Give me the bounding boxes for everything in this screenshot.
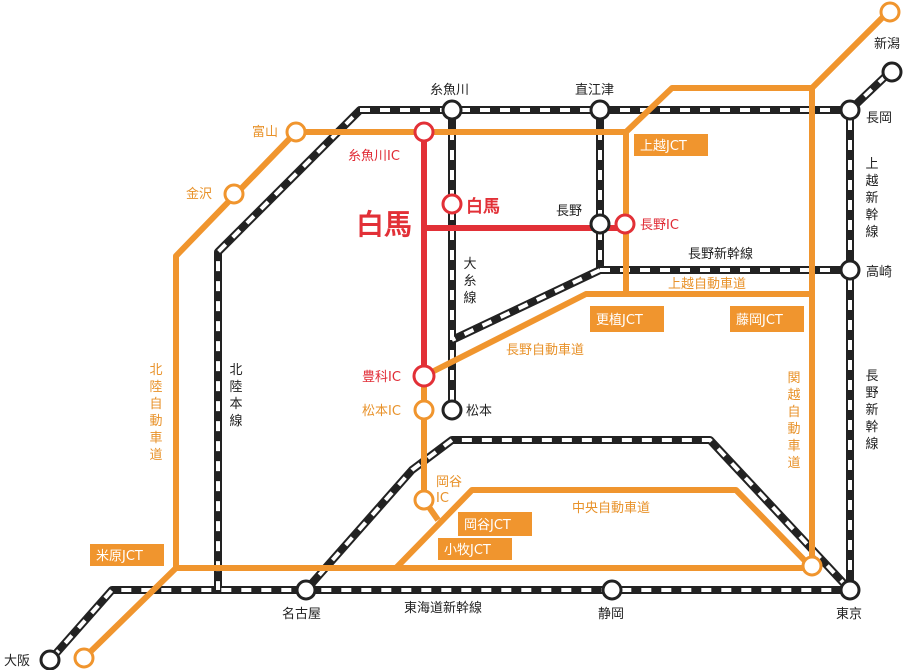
maibara-jct-label: 米原JCT	[96, 549, 143, 564]
koshoku-jct-box	[590, 306, 664, 332]
maibara-jct-box	[90, 544, 164, 566]
oito-line-label: 大糸線	[463, 257, 476, 306]
toyoshina-ic-marker	[412, 364, 436, 388]
station-nagano-marker	[589, 213, 611, 235]
toyama-marker	[285, 121, 307, 143]
okaya-jct-label: 岡谷JCT	[464, 518, 511, 533]
tokaido-shinkansen-label: 東海道新幹線	[404, 600, 482, 616]
koshoku-jct-label: 更植JCT	[596, 313, 643, 328]
tokyo-expressway-marker	[801, 555, 823, 577]
station-niigata-marker	[881, 61, 903, 83]
toyama-label: 富山	[252, 124, 278, 140]
toyoshina-ic-label: 豊科IC	[362, 370, 401, 385]
joetsu-jct-label: 上越JCT	[640, 139, 687, 154]
osaka-expressway-marker	[73, 647, 95, 669]
komaki-jct-box	[438, 538, 512, 560]
station-nagano-label: 長野	[556, 204, 582, 219]
fujioka-jct-label: 藤岡JCT	[736, 313, 783, 328]
komaki-jct-label: 小牧JCT	[444, 543, 491, 558]
joetsu-shinkansen-label: 上越新幹線	[865, 157, 878, 240]
itoigawa-ic-marker	[413, 121, 435, 143]
expressway-markers	[73, 1, 901, 669]
hokuriku-main-line-label: 北陸本線	[229, 363, 242, 429]
station-shizuoka-marker	[601, 579, 623, 601]
hakuba-marker	[441, 193, 463, 215]
expressway-lines	[81, 7, 893, 661]
station-naoetsu-label: 直江津	[575, 83, 614, 98]
hokuriku-expressway-label: 北陸自動車道	[149, 363, 162, 463]
station-itoigawa-marker	[441, 99, 463, 121]
chuo-expressway-label: 中央自動車道	[572, 501, 650, 516]
station-nagoya-label: 名古屋	[282, 606, 321, 622]
itoigawa-ic-label: 糸魚川IC	[348, 149, 400, 164]
station-niigata-label: 新潟	[874, 36, 900, 52]
fujioka-jct-box	[730, 306, 804, 332]
nagano-shinkansen-v-label: 長野新幹線	[865, 369, 878, 452]
station-tokyo-label: 東京	[836, 606, 862, 622]
station-itoigawa-label: 糸魚川	[430, 83, 469, 98]
okaya-ic-marker	[413, 489, 435, 511]
junction-boxes	[90, 134, 804, 566]
nagano-expressway-label: 長野自動車道	[506, 343, 584, 358]
joshinetsu-expressway-label: 上越自動車道	[668, 277, 746, 292]
matsumoto-ic-marker	[413, 399, 435, 421]
kanetsu-expressway-label: 関越自動車道	[787, 371, 800, 471]
station-tokyo-marker	[839, 579, 861, 601]
red-markers	[412, 121, 636, 388]
station-naoetsu-marker	[589, 99, 611, 121]
okaya-ic-label-1: 岡谷	[436, 475, 462, 490]
station-markers	[39, 61, 903, 670]
nagano-shinkansen-h-label: 長野新幹線	[688, 246, 753, 262]
nagano-ic-marker	[614, 213, 636, 235]
kanazawa-label: 金沢	[186, 186, 212, 202]
niigata-expressway-marker	[879, 1, 901, 23]
station-nagaoka-label: 長岡	[866, 111, 892, 126]
okaya-ic-label-2: IC	[436, 491, 449, 506]
matsumoto-ic-label: 松本IC	[362, 404, 401, 419]
nagano-ic-label: 長野IC	[640, 218, 679, 233]
joetsu-jct-box	[634, 134, 708, 156]
station-nagaoka-marker	[839, 99, 861, 121]
station-nagoya-marker	[295, 579, 317, 601]
hakuba-station-label: 白馬	[466, 196, 500, 217]
station-takasaki-marker	[839, 259, 861, 281]
hakuba-title: 白馬	[356, 208, 412, 241]
station-matsumoto-marker	[441, 399, 463, 421]
station-matsumoto-label: 松本	[466, 404, 492, 419]
kanazawa-marker	[223, 183, 245, 205]
station-shizuoka-label: 静岡	[598, 607, 624, 622]
station-osaka-marker	[39, 649, 61, 670]
station-osaka-label: 大阪	[4, 654, 30, 669]
station-takasaki-label: 高崎	[866, 264, 892, 280]
okaya-jct-box	[458, 512, 532, 536]
